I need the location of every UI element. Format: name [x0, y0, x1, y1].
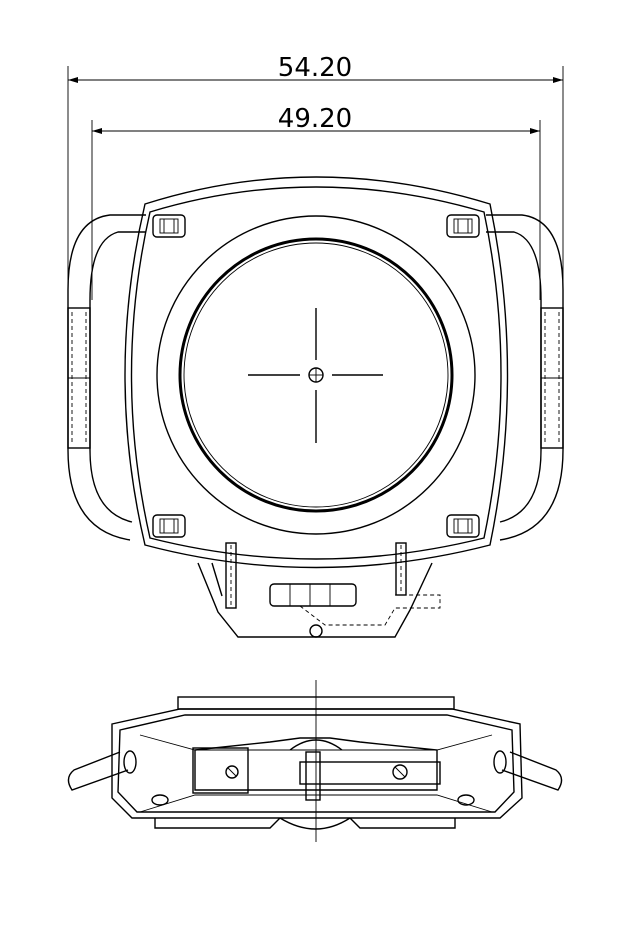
front-view — [67, 176, 564, 638]
dimension-overall: 54.20 — [67, 53, 564, 310]
screw-top-right — [446, 214, 480, 238]
front-body-outer — [124, 176, 509, 569]
front-mount-bracket — [197, 542, 441, 638]
screw-bottom-left — [152, 514, 186, 538]
bottom-body-outer — [111, 708, 523, 819]
screw-bottom-right — [446, 514, 480, 538]
dimension-overall-text: 54.20 — [278, 53, 352, 83]
screw-top-left — [152, 214, 186, 238]
front-body-inner — [130, 186, 502, 560]
bottom-right-handle — [493, 750, 563, 791]
center-crosshair — [248, 308, 383, 443]
left-handle — [67, 214, 146, 541]
dimension-inner-text: 49.20 — [278, 104, 352, 134]
bottom-left-handle — [67, 750, 137, 791]
lens-inner-ring — [183, 242, 449, 508]
bottom-view — [67, 680, 563, 842]
dimension-inner: 49.20 — [91, 104, 541, 300]
bottom-feet — [154, 817, 456, 830]
right-handle — [486, 214, 564, 541]
outer-ring — [156, 215, 476, 535]
lens-ring — [178, 237, 454, 513]
bottom-lock-mechanism — [192, 737, 441, 801]
